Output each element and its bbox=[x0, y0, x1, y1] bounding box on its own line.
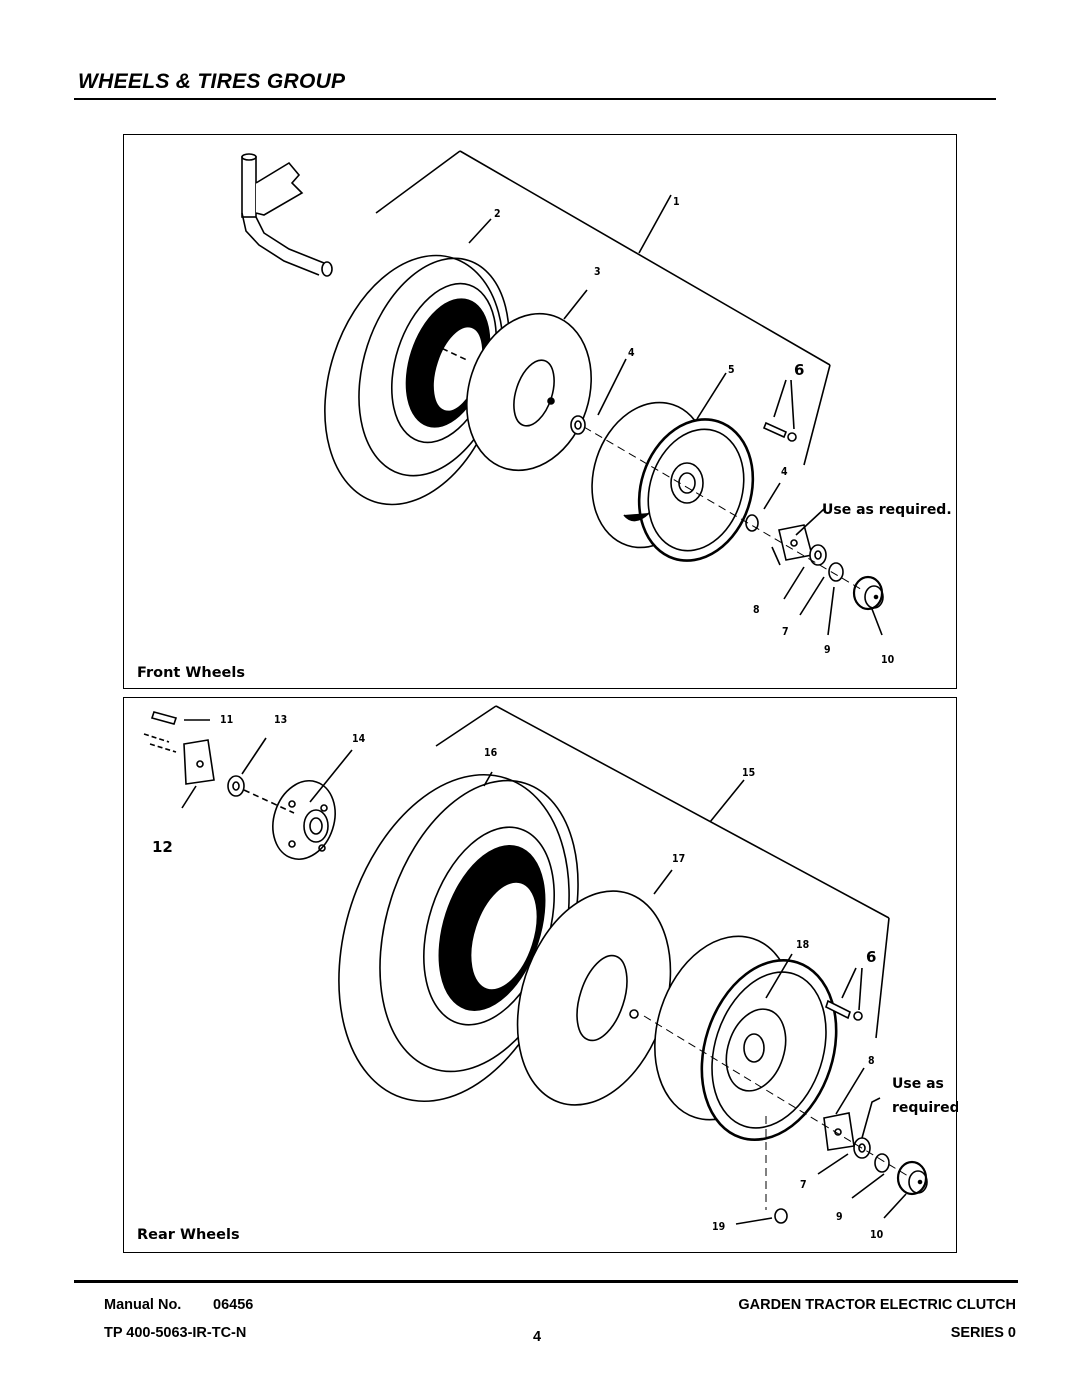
rear-tire-part bbox=[338, 773, 579, 1103]
leader-line bbox=[653, 869, 673, 895]
leader-line bbox=[483, 771, 493, 787]
use-as-note-line1: Use as bbox=[892, 1076, 944, 1092]
axis-line bbox=[583, 426, 865, 592]
leader-line bbox=[783, 566, 805, 600]
rear-bracket-plate-part bbox=[183, 739, 215, 785]
leader-line bbox=[883, 1193, 907, 1219]
rear-retaining-ring-part bbox=[874, 1153, 890, 1173]
series-label: SERIES 0 bbox=[950, 1325, 1016, 1341]
callout-5: 5 bbox=[728, 364, 735, 376]
use-as-required-note: Use as required. bbox=[822, 502, 952, 518]
leader-line bbox=[563, 289, 588, 320]
tp-number: TP 400-5063-IR-TC-N bbox=[104, 1325, 247, 1341]
key-part bbox=[150, 711, 210, 725]
callout-7: 7 bbox=[800, 1179, 807, 1191]
leader-line bbox=[309, 749, 353, 803]
rear-bracket-part bbox=[823, 1112, 855, 1151]
leader-line bbox=[765, 953, 793, 999]
callout-8: 8 bbox=[753, 604, 760, 616]
page-title: WHEELS & TIRES GROUP bbox=[78, 70, 346, 93]
leader-line bbox=[851, 1173, 885, 1199]
callout-9: 9 bbox=[824, 644, 831, 656]
callout-19: 19 bbox=[712, 1221, 725, 1233]
rear-wheels-diagram: 11 13 14 12 16 15 17 18 6 8 7 9 19 10 Us… bbox=[143, 705, 958, 1241]
leader-line bbox=[696, 372, 727, 420]
callout-18: 18 bbox=[796, 939, 809, 951]
page-number: 4 bbox=[533, 1329, 542, 1345]
callout-10: 10 bbox=[881, 654, 895, 666]
callout-7: 7 bbox=[782, 626, 789, 638]
callout-4b: 4 bbox=[781, 466, 788, 478]
callout-4: 4 bbox=[628, 347, 635, 359]
leader-line bbox=[835, 1067, 865, 1115]
front-wheels-label: Front Wheels bbox=[137, 665, 245, 681]
front-wheels-panel: 1 2 3 4 5 6 4 8 7 9 10 Use as required. … bbox=[123, 134, 957, 689]
bracket-line bbox=[435, 705, 497, 747]
bracket-line bbox=[375, 150, 461, 214]
callout-1: 1 bbox=[673, 196, 680, 208]
lug-nut-part bbox=[774, 1208, 788, 1224]
leader-line bbox=[841, 967, 857, 999]
leader-line bbox=[773, 379, 787, 418]
leader-line bbox=[468, 218, 492, 244]
rear-washer-part bbox=[227, 775, 245, 797]
leader-line bbox=[241, 737, 267, 775]
front-wheels-diagram: 1 2 3 4 5 6 4 8 7 9 10 Use as required. bbox=[241, 150, 952, 666]
callout-2: 2 bbox=[494, 208, 501, 220]
leader-line bbox=[735, 1217, 773, 1225]
front-rim-part bbox=[591, 401, 755, 562]
leader-line bbox=[638, 194, 672, 254]
callout-3: 3 bbox=[594, 266, 601, 278]
bracket-line bbox=[803, 364, 831, 466]
callout-13: 13 bbox=[274, 714, 287, 726]
leader-line bbox=[795, 508, 825, 536]
front-tube-part bbox=[466, 312, 592, 472]
leader-line bbox=[181, 785, 197, 809]
callout-11: 11 bbox=[220, 714, 233, 726]
leader-line bbox=[799, 576, 825, 616]
bracket-line bbox=[495, 705, 890, 919]
leader-line bbox=[790, 379, 795, 430]
callout-6: 6 bbox=[794, 361, 804, 379]
callout-16: 16 bbox=[484, 747, 498, 759]
callout-17: 17 bbox=[672, 853, 685, 865]
leader-line bbox=[871, 608, 883, 636]
leader-line bbox=[709, 779, 745, 823]
bracket-line bbox=[459, 150, 831, 366]
callout-15: 15 bbox=[742, 767, 755, 779]
spindle-part bbox=[241, 153, 333, 277]
leader-line bbox=[861, 1097, 881, 1139]
valve-stem-part bbox=[762, 421, 797, 442]
bracket-line bbox=[875, 917, 890, 1039]
callout-9: 9 bbox=[836, 1211, 843, 1223]
leader-line bbox=[827, 586, 835, 636]
flat-washer-part bbox=[809, 544, 827, 566]
leader-line bbox=[817, 1153, 849, 1175]
bearing-part bbox=[570, 415, 586, 435]
title-rule bbox=[74, 98, 996, 100]
callout-6: 6 bbox=[866, 948, 876, 966]
footer-rule bbox=[74, 1280, 1018, 1283]
rear-valve-stem-part bbox=[825, 999, 863, 1021]
leader-line bbox=[771, 546, 781, 566]
rear-hub-part bbox=[272, 780, 336, 860]
hub-cap-part bbox=[852, 575, 884, 611]
manual-number: 06456 bbox=[213, 1297, 254, 1313]
rear-wheels-label: Rear Wheels bbox=[137, 1227, 240, 1243]
callout-14: 14 bbox=[352, 733, 366, 745]
leader-line bbox=[858, 967, 863, 1011]
use-as-note-line2: required. bbox=[892, 1100, 958, 1116]
callout-10: 10 bbox=[870, 1229, 884, 1241]
bracket-plate-part bbox=[778, 524, 813, 561]
callout-8: 8 bbox=[868, 1055, 875, 1067]
rear-hub-cap-part bbox=[896, 1160, 928, 1196]
callout-12: 12 bbox=[152, 838, 173, 856]
leader-line bbox=[763, 482, 781, 510]
manual-number-label: Manual No. bbox=[104, 1297, 182, 1313]
leader-line bbox=[597, 358, 627, 416]
retaining-ring-part bbox=[828, 562, 844, 582]
rear-wheels-panel: 11 13 14 12 16 15 17 18 6 8 7 9 19 10 Us… bbox=[123, 697, 958, 1253]
product-name: GARDEN TRACTOR ELECTRIC CLUTCH bbox=[738, 1297, 1016, 1313]
rear-rim-part bbox=[654, 935, 838, 1142]
